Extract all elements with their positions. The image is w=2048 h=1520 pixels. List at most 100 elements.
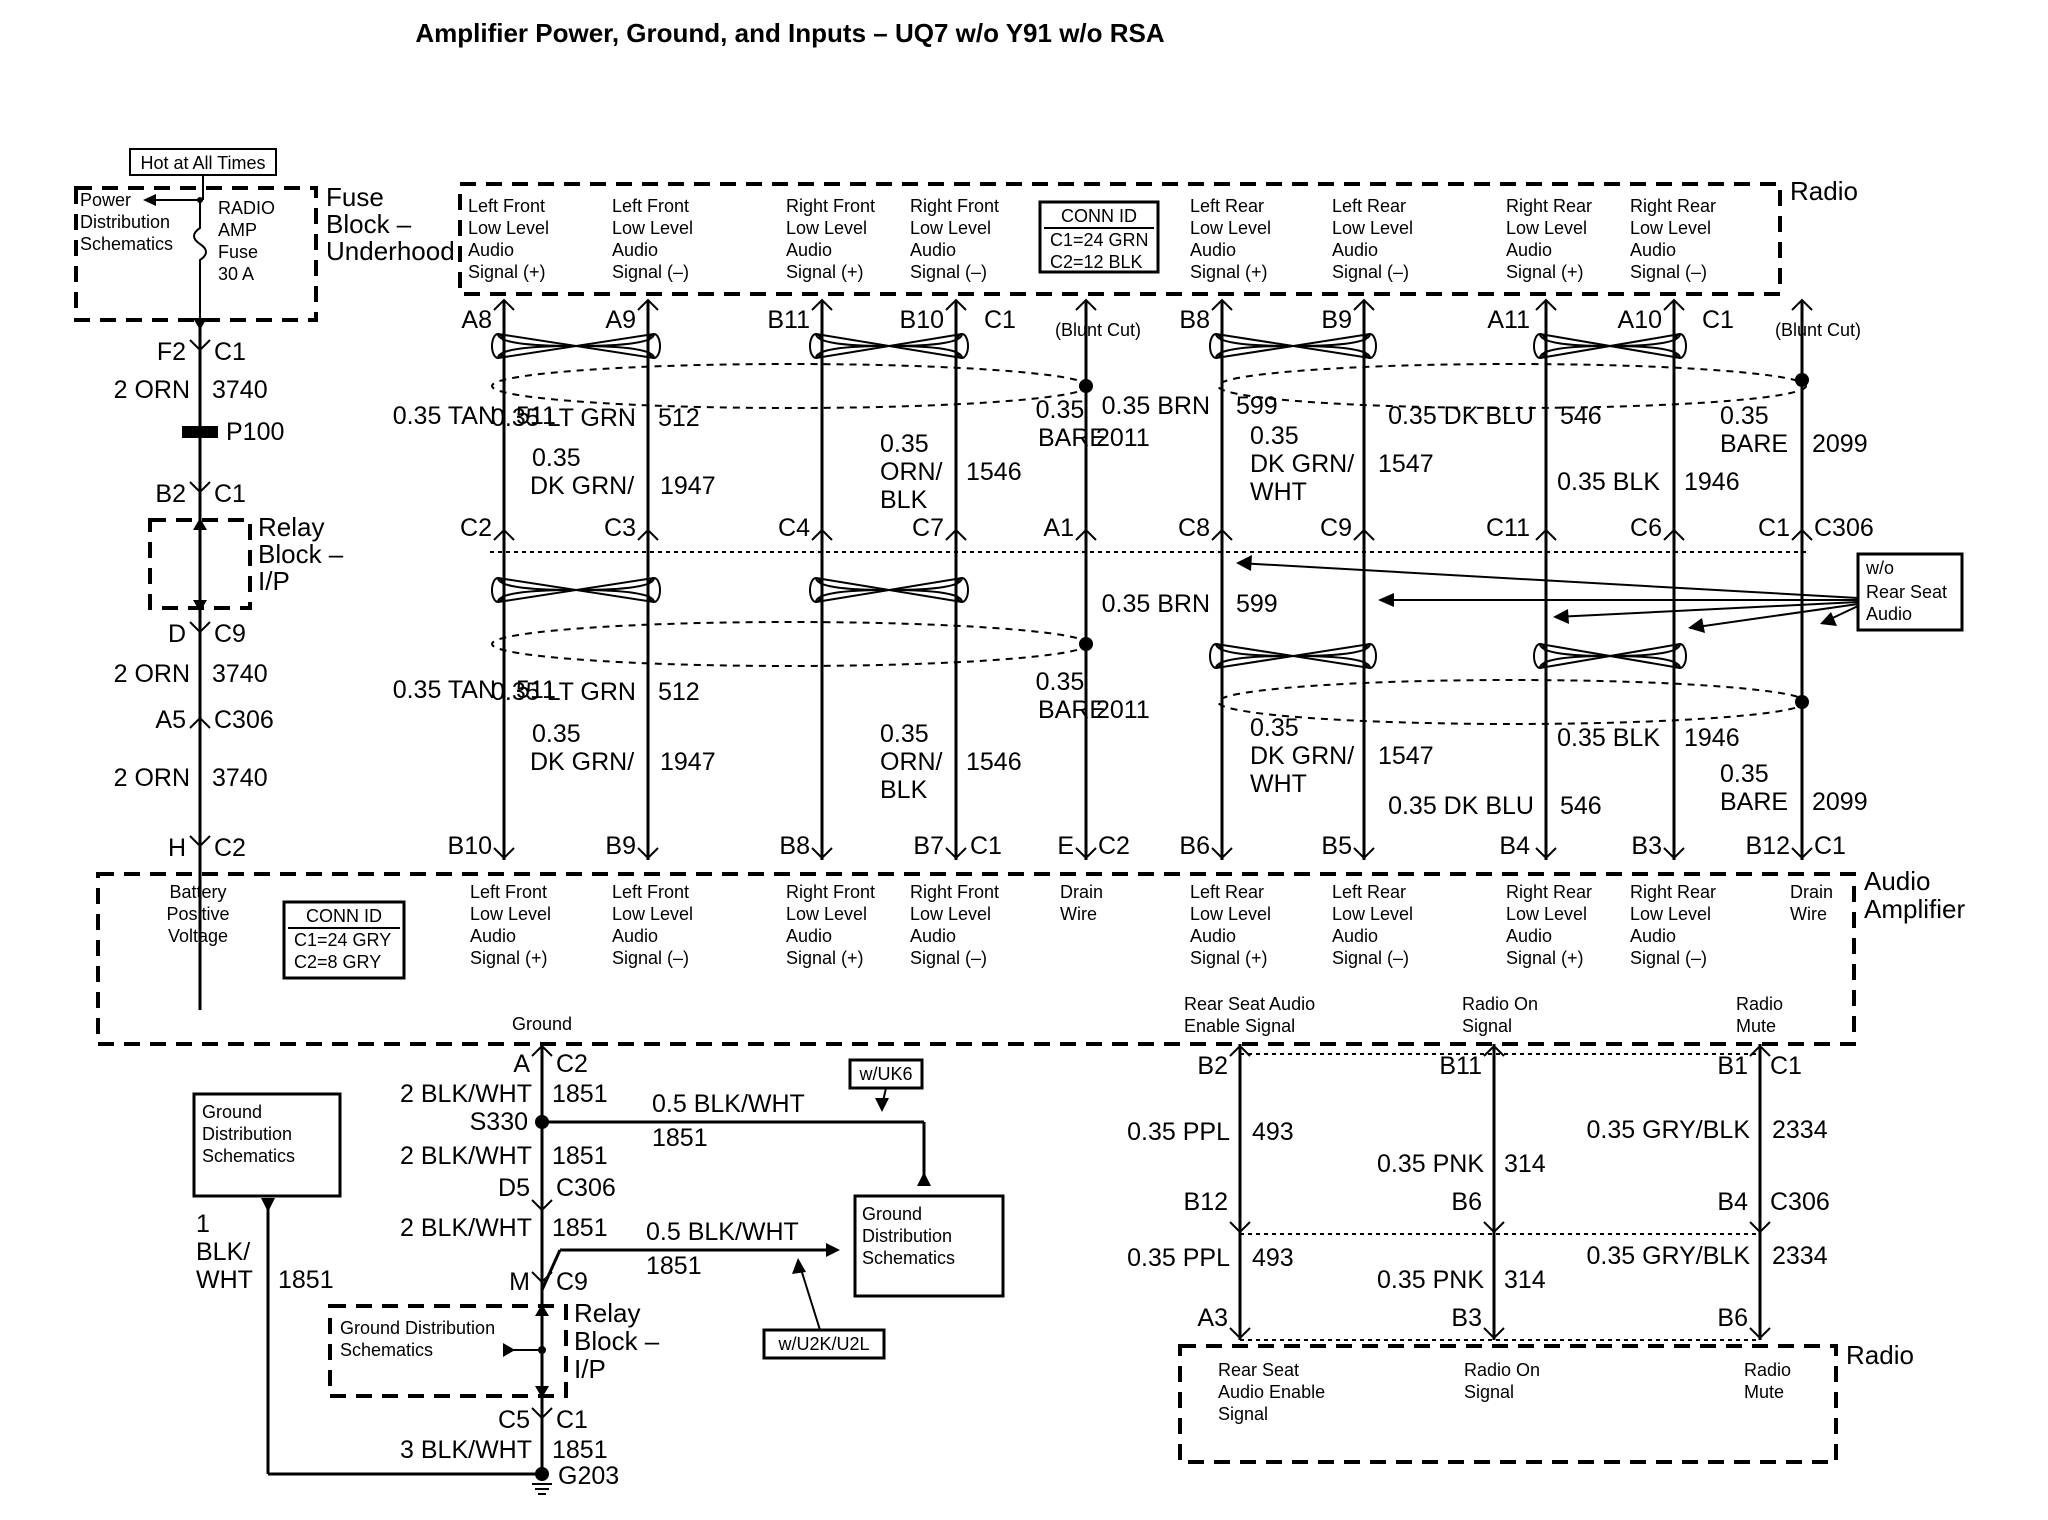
wire-upper-25: BARE [1720,430,1788,458]
wire-lower-11: 0.35 [1036,668,1085,696]
amp-signal-8-1: Low Level [1630,904,1711,924]
gnd-wire-05-b: 0.5 BLK/WHT [646,1218,799,1246]
br-rsa-1: Rear Seat [1218,1360,1299,1380]
relay-label-3: I/P [258,566,290,596]
br-mid-pin-2: B4 [1717,1188,1748,1216]
pin-c1-b: C1 [214,480,246,508]
wire-lower-12: BARE [1038,696,1106,724]
radio-signal-3-3: Signal (–) [910,262,987,282]
gnd-pin-c9: C9 [556,1268,588,1296]
rsa-note-2: Rear Seat [1866,582,1947,602]
amp-conn-id-c2: C2=8 GRY [294,952,381,972]
bottom-pin-1: B9 [605,832,636,860]
gnd-circuit-4: 1851 [552,1436,608,1464]
wire-upper-11: 0.35 [1036,396,1085,424]
fuse-icon [193,200,207,320]
radio-signal-1-2: Audio [612,240,658,260]
rsa-note-1: w/o [1865,558,1894,578]
br-mid-pin-1: B6 [1451,1188,1482,1216]
gnd-circuit-3: 1851 [552,1214,608,1242]
gds-inline-1: Ground Distribution [340,1318,495,1338]
rsa-note: w/o Rear Seat Audio [1236,552,1964,633]
gnd-circuit-05-b: 1851 [646,1252,702,1280]
radio-on-label-2: Signal [1462,1016,1512,1036]
fuse-label-1: RADIO [218,198,275,218]
bottom-pin-6: C2 [1098,832,1130,860]
amp-signal-5-3: Signal (+) [1190,948,1268,968]
gnd-left-wire-2: BLK/ [196,1238,250,1266]
fuse-block-underhood-box [74,186,318,322]
pds-label-1: Power [80,190,131,210]
gds-right-3: Schematics [862,1248,955,1268]
radio-signal-3-0: Right Front [910,196,999,216]
radio-signal-0-3: Signal (+) [468,262,546,282]
wire-lower-20: 0.35 DK BLU [1388,792,1534,820]
circuit-3740-1: 3740 [212,376,268,404]
amp-signal-0-2: Audio [470,926,516,946]
wire-lower-3: DK GRN/ [530,748,634,776]
amp-signal-3-3: Signal (–) [910,948,987,968]
radio-signal-3-1: Low Level [910,218,991,238]
gnd-pin-c1: C1 [556,1406,588,1434]
power-feed: Hot at All Times Power Distribution Sche… [74,148,455,1010]
wire-upper-7: 0.35 [880,430,929,458]
top-pin-5: B8 [1179,306,1210,334]
amp-signal-9-1: Wire [1790,904,1827,924]
amp-signal-8-2: Audio [1630,926,1676,946]
shield-rear-low [1217,679,1807,725]
mid-pin-2: C4 [778,514,810,542]
radio-signal-1-1: Low Level [612,218,693,238]
radio-signal-7-0: Right Rear [1630,196,1716,216]
radio-signal-0-1: Low Level [468,218,549,238]
radio-signal-5-1: Low Level [1332,218,1413,238]
gnd-left-wire-3: WHT [196,1266,253,1294]
wire-upper-13: 2011 [1096,424,1150,452]
wire-upper-22: 0.35 BLK [1557,468,1660,496]
circuit-493-1: 493 [1252,1118,1294,1146]
wire-lower-19: 1547 [1378,742,1434,770]
circuit-493-2: 493 [1252,1244,1294,1272]
wire-upper-16: 0.35 [1250,422,1299,450]
br-top-pin-3: C1 [1770,1052,1802,1080]
wire-lower-13: 2011 [1096,696,1150,724]
gnd-circuit-1: 1851 [552,1080,608,1108]
bottom-pin-7: B6 [1179,832,1210,860]
br-mute-2: Mute [1744,1382,1784,1402]
br-rsa-3: Signal [1218,1404,1268,1424]
amp-signal-6-2: Audio [1332,926,1378,946]
fuse-block-label-1: Fuse [326,182,384,212]
amp-signal-8-3: Signal (–) [1630,948,1707,968]
top-pin-9: C1 [1702,306,1734,334]
wire-lower-21: 546 [1560,792,1602,820]
gry-wire-2: 0.35 GRY/BLK [1586,1242,1750,1270]
radio-mute-label-1: Radio [1736,994,1783,1014]
mid-pin-10: C306 [1814,514,1874,542]
amp-signal-9-0: Drain [1790,882,1833,902]
radio-signal-2-3: Signal (+) [786,262,864,282]
amp-signal-2-2: Audio [786,926,832,946]
br-rsa-2: Audio Enable [1218,1382,1325,1402]
wire-upper-1: 511 [516,402,556,430]
wire-lower-14: 0.35 BRN [1102,590,1210,618]
mid-pin-5: C8 [1178,514,1210,542]
top-pin-3: B10 [900,306,944,334]
wire-lower-5: 0.35 LT GRN [491,678,636,706]
pnk-wire-2: 0.35 PNK [1377,1266,1484,1294]
radio-label: Radio [1790,176,1858,206]
mid-pin-7: C11 [1486,514,1530,542]
gnd-wire-4: 3 BLK/WHT [400,1436,532,1464]
amp-signal-1-0: Left Front [612,882,689,902]
amp-signal-5-1: Low Level [1190,904,1271,924]
batt-label-2: Positive [166,904,229,924]
radio-signal-1-0: Left Front [612,196,689,216]
radio-signal-6-0: Right Rear [1506,196,1592,216]
batt-label-1: Battery [169,882,226,902]
gnd-wire-2: 2 BLK/WHT [400,1142,532,1170]
bottom-pin-8: B5 [1321,832,1352,860]
gnd-left-circuit: 1851 [278,1266,334,1294]
wire-lower-2: 0.35 [532,720,581,748]
fuse-label-2: AMP [218,220,257,240]
circuit-2334-1: 2334 [1772,1116,1828,1144]
wire-upper-8: ORN/ [880,458,943,486]
